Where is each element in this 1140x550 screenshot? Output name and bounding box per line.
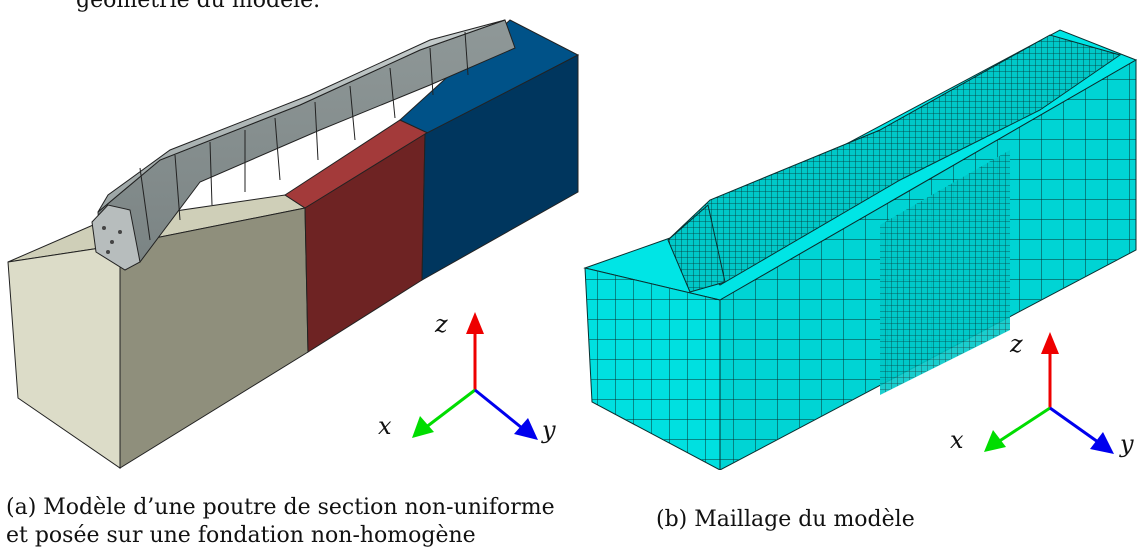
figure-a-model: z x y: [7, 19, 580, 469]
caption-a-line2: et posée sur une fondation non-homogène: [6, 523, 476, 548]
top-text: géométrie du modèle.: [76, 0, 321, 13]
foundation-cream-front: [7, 244, 121, 469]
axis-x-label: x: [950, 426, 964, 454]
axes-triad-b: z x y: [950, 330, 1134, 458]
axis-z-label: z: [434, 310, 448, 338]
mesh-fine-band: [880, 150, 1010, 395]
beam: [91, 19, 516, 271]
caption-a-line1: (a) Modèle d’une poutre de section non-u…: [6, 495, 555, 520]
mesh-beam-end: [667, 204, 726, 293]
axis-y-label: y: [1119, 430, 1134, 458]
axis-y-label: y: [541, 416, 556, 444]
figure-b-mesh: z x y: [583, 29, 1138, 470]
axis-z-label: z: [1009, 330, 1023, 358]
caption-b: (b) Maillage du modèle: [656, 507, 915, 532]
caption-a: (a) Modèle d’une poutre de section non-u…: [6, 494, 566, 550]
mesh-front-face: [584, 267, 721, 470]
mesh-beam: [669, 34, 1122, 286]
axis-x-label: x: [378, 412, 392, 440]
axes-triad-a: z x y: [378, 310, 556, 444]
foundation-blue-side: [421, 54, 579, 281]
